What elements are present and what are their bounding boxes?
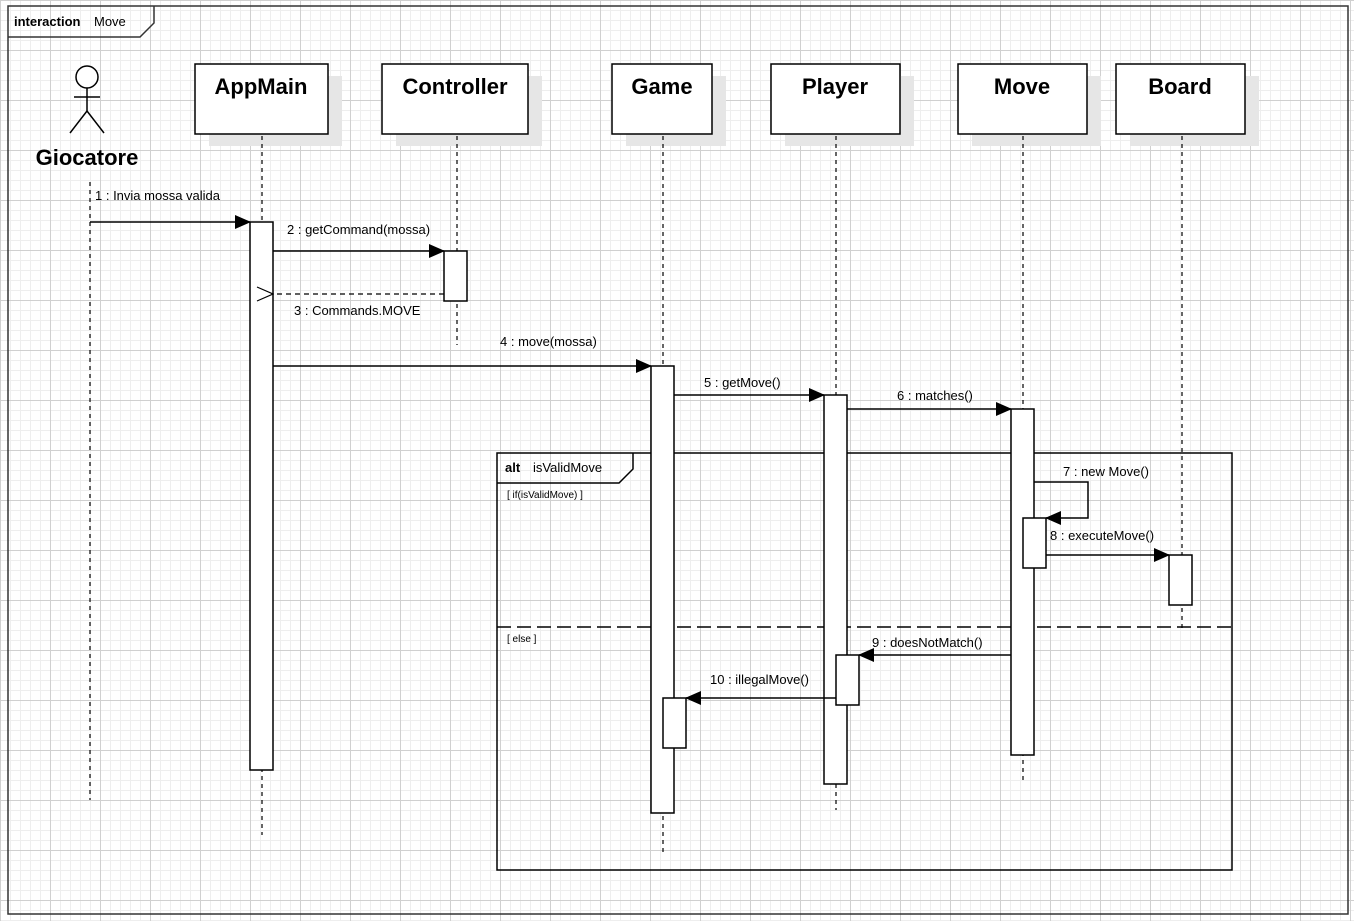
lifeline-game[interactable]: Game — [611, 63, 726, 146]
lifeline-label: Game — [631, 74, 692, 99]
lifeline-player[interactable]: Player — [770, 63, 914, 146]
activation-move-nested — [1022, 517, 1047, 569]
frame-keyword: interaction — [14, 14, 81, 29]
message-10[interactable]: 10 : illegalMove() — [685, 672, 836, 705]
message-label: 5 : getMove() — [704, 375, 781, 390]
message-7-self[interactable]: 7 : new Move() — [1034, 464, 1149, 525]
message-3-return[interactable]: 3 : Commands.MOVE — [273, 294, 444, 318]
activation-game-nested — [662, 697, 687, 749]
actor-giocatore[interactable]: Giocatore — [36, 65, 139, 170]
activation-appmain — [249, 221, 274, 771]
alt-keyword: alt — [505, 460, 521, 475]
message-8[interactable]: 8 : executeMove() — [1046, 528, 1170, 562]
message-label: 6 : matches() — [897, 388, 973, 403]
alt-name: isValidMove — [533, 460, 602, 475]
message-label: 4 : move(mossa) — [500, 334, 597, 349]
lifeline-controller[interactable]: Controller — [381, 63, 542, 146]
stick-figure-icon — [69, 65, 105, 134]
activation-controller — [443, 250, 468, 302]
message-label: 7 : new Move() — [1063, 464, 1149, 479]
message-label: 8 : executeMove() — [1050, 528, 1154, 543]
activation-player-nested — [835, 654, 860, 706]
frame-name: Move — [94, 14, 126, 29]
lifeline-label: AppMain — [215, 74, 308, 99]
lifeline-label: Player — [802, 74, 868, 99]
lifeline-move[interactable]: Move — [957, 63, 1101, 146]
lifeline-board[interactable]: Board — [1115, 63, 1259, 146]
message-label: 2 : getCommand(mossa) — [287, 222, 430, 237]
activation-board — [1168, 554, 1193, 606]
alt-fragment: alt isValidMove [ if(isValidMove) ] [ el… — [496, 452, 1233, 871]
activation-player — [823, 394, 848, 785]
message-label: 1 : Invia mossa valida — [95, 188, 221, 203]
lifeline-label: Board — [1148, 74, 1212, 99]
message-label: 3 : Commands.MOVE — [294, 303, 421, 318]
message-label: 10 : illegalMove() — [710, 672, 809, 687]
message-6[interactable]: 6 : matches() — [847, 388, 1012, 416]
lifeline-label: Move — [994, 74, 1050, 99]
guard-if: [ if(isValidMove) ] — [507, 490, 583, 501]
message-9[interactable]: 9 : doesNotMatch() — [858, 635, 1011, 662]
actor-name: Giocatore — [36, 145, 139, 170]
activation-move — [1010, 408, 1035, 756]
interaction-frame: interaction Move — [7, 5, 1349, 915]
guard-else: [ else ] — [507, 634, 537, 645]
activation-bars — [249, 221, 1193, 814]
message-2[interactable]: 2 : getCommand(mossa) — [273, 222, 445, 258]
lifeline-appmain[interactable]: AppMain — [194, 63, 342, 146]
message-label: 9 : doesNotMatch() — [872, 635, 983, 650]
message-4[interactable]: 4 : move(mossa) — [273, 334, 652, 373]
lifeline-label: Controller — [402, 74, 508, 99]
message-1[interactable]: 1 : Invia mossa valida — [90, 188, 251, 229]
message-5[interactable]: 5 : getMove() — [674, 375, 825, 402]
